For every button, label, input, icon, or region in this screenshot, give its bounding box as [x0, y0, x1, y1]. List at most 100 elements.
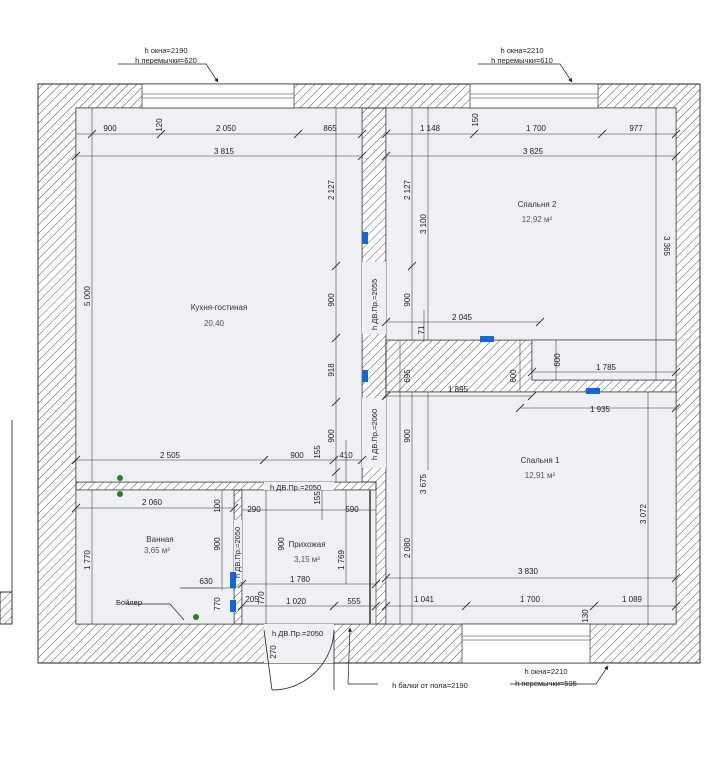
window-kitchen — [141, 83, 295, 109]
dim-k-height: 5 000 — [83, 285, 92, 306]
marker-3 — [480, 336, 494, 342]
dim-b2-71: 71 — [417, 325, 426, 334]
dim-hall-155: 155 — [313, 491, 322, 505]
dim-hall-770: 770 — [257, 591, 266, 605]
dim-b1-695: 695 — [403, 369, 412, 383]
dim-b2-right: 3 365 — [662, 236, 671, 257]
blue-markers — [117, 232, 600, 620]
dim-b2-1785: 1 785 — [596, 363, 617, 372]
entry-door-swing — [263, 629, 335, 691]
pipe-1 — [117, 475, 123, 481]
note-window-bed2-height: h окна=2210 — [500, 46, 543, 55]
dim-b2-left-3: 900 — [403, 293, 412, 307]
dim-b1-top-600: 600 — [509, 369, 518, 383]
bedroom1-floor — [385, 391, 677, 625]
dim-b2-top-1: 1 148 — [420, 124, 441, 133]
doorway-kitchen — [264, 482, 334, 490]
room-name-hall: Прихожая — [288, 540, 325, 549]
marker-4 — [586, 388, 600, 394]
dim-hall-290: 290 — [247, 505, 261, 514]
boiler-label: Бойлер — [116, 598, 142, 607]
door-note-bed2: h ДВ.Пр.=2055 — [370, 279, 379, 330]
door-note-bath: h ДВ.Пр.=2050 — [233, 527, 242, 578]
room-area-kitchen: 20,40 — [204, 319, 225, 328]
dim-k-bottom-door: 900 — [290, 451, 304, 460]
bath-floor — [75, 489, 235, 625]
doorway-bed2 — [362, 262, 386, 334]
room-area-bath: 3,65 м² — [144, 546, 170, 555]
dim-b1-left-3675: 3 675 — [419, 473, 428, 494]
dim-k-top-wall: 120 — [155, 118, 164, 132]
dim-hall-555: 555 — [347, 597, 361, 606]
window-bedroom1 — [461, 623, 591, 664]
dim-b1-bottom-2: 1 700 — [520, 595, 541, 604]
dim-hall-1020: 1 020 — [286, 597, 307, 606]
annotation-leaders — [118, 63, 609, 685]
room-area-hall: 3,15 м² — [294, 555, 320, 564]
dim-b2-600: 600 — [553, 353, 562, 367]
note-window-bed2-lintel: h перемычки=610 — [491, 56, 553, 65]
dim-hall-205: 205 — [245, 595, 259, 604]
dim-hall-height: 1 769 — [337, 549, 346, 570]
note-window-bed1-height: h окна=2210 — [524, 667, 567, 676]
dim-bath-770: 770 — [213, 597, 222, 611]
dim-k-top-2: 2 050 — [216, 124, 237, 133]
bedroom2-floor — [385, 107, 677, 341]
dim-b2-top-2: 1 700 — [526, 124, 547, 133]
dim-k-bottom-410: 410 — [339, 451, 353, 460]
room-name-kitchen: Кухня-гостиная — [191, 303, 248, 312]
dim-bath-630: 630 — [199, 577, 213, 586]
dim-b1-left-2080: 2 080 — [403, 537, 412, 558]
dimension-lines — [76, 108, 676, 624]
wall-spur-left — [0, 591, 13, 625]
note-window-kitchen-lintel: h перемычки=620 — [135, 56, 197, 65]
dim-hall-900: 900 — [277, 537, 286, 551]
door-note-hall: h ДВ.Пр.=2050 — [270, 483, 321, 492]
room-name-bath: Ванная — [146, 535, 173, 544]
marker-2 — [362, 370, 368, 382]
dim-k-bottom-155: 155 — [313, 445, 322, 459]
dim-bath-width: 2 060 — [142, 498, 163, 507]
dim-bath-900: 900 — [213, 537, 222, 551]
kitchen-floor — [75, 107, 363, 483]
marker-6 — [230, 600, 236, 612]
dim-b2-top-wall: 150 — [471, 113, 480, 127]
room-name-bedroom2: Спальня 2 — [518, 200, 557, 209]
dim-bath-height: 1 770 — [83, 549, 92, 570]
dim-hall-270: 270 — [269, 645, 278, 659]
dim-b2-bottom: 2 045 — [452, 313, 473, 322]
pipe-3 — [193, 614, 199, 620]
dim-b2-top-3: 977 — [629, 124, 643, 133]
dim-b2-width: 3 825 — [523, 147, 544, 156]
note-window-bed1-lintel: h перемычки=595 — [515, 679, 577, 688]
doorway-entry — [264, 624, 334, 663]
dim-b1-width: 3 830 — [518, 567, 539, 576]
note-beam-height: h балки от пола=2190 — [392, 681, 468, 690]
dim-b1-bottom-1: 1 041 — [414, 595, 435, 604]
dim-b1-right: 3 072 — [639, 503, 648, 524]
door-note-bed1: h ДВ.Пр.=2060 — [370, 409, 379, 460]
dimension-ticks — [71, 129, 681, 611]
dim-k-right-2: 900 — [327, 293, 336, 307]
dim-k-top-1: 900 — [103, 124, 117, 133]
dim-b1-1935: 1 935 — [590, 405, 611, 414]
room-name-bedroom1: Спальня 1 — [521, 456, 560, 465]
windows — [141, 83, 599, 664]
bedroom2-niche — [531, 339, 677, 381]
dim-k-right-3: 918 — [327, 363, 336, 377]
doors — [263, 490, 371, 691]
dim-hall-590: 590 — [345, 505, 359, 514]
floors — [75, 107, 677, 663]
dim-k-right-1: 2 127 — [327, 179, 336, 200]
dim-b1-bottom-3: 1 089 — [622, 595, 643, 604]
window-bedroom2 — [469, 83, 599, 109]
note-window-kitchen-height: h окна=2190 — [144, 46, 187, 55]
doorway-bath — [234, 520, 242, 582]
door-note-entry: h ДВ.Пр.=2050 — [272, 629, 323, 638]
marker-1 — [362, 232, 368, 244]
dim-hall-width: 1 780 — [290, 575, 311, 584]
dim-b1-top-1: 1 895 — [448, 385, 469, 394]
room-area-bedroom2: 12,92 м² — [522, 215, 553, 224]
marker-5 — [230, 572, 236, 588]
